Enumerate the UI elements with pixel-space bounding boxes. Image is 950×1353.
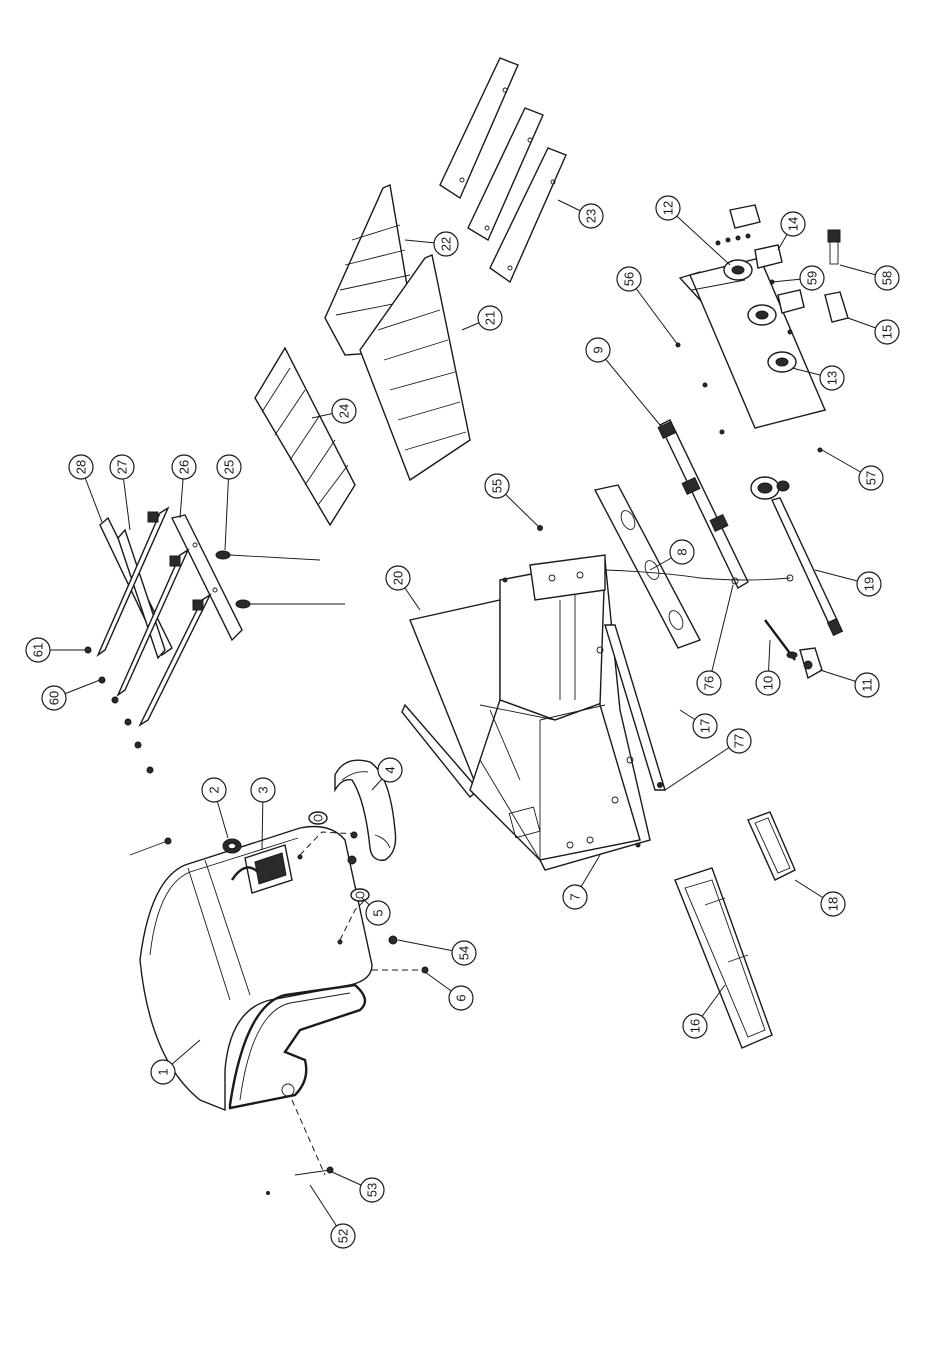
callout-76: 76: [697, 585, 733, 695]
callout-number: 55: [490, 479, 505, 493]
callout-number: 13: [825, 371, 840, 385]
callout-number: 22: [439, 237, 454, 251]
callout-60: 60: [42, 680, 100, 710]
part-valve-hose: [765, 620, 822, 678]
callout-54: 54: [398, 940, 476, 965]
callout-number: 14: [786, 217, 801, 231]
callout-28: 28: [69, 455, 102, 522]
callout-number: 8: [675, 548, 690, 555]
callout-leader: [668, 208, 730, 265]
part-warming-rack: [255, 348, 355, 525]
callout-number: 5: [371, 909, 386, 916]
callout-number: 59: [805, 271, 820, 285]
callout-12: 12: [656, 196, 730, 265]
callout-11: 11: [820, 670, 879, 697]
callout-number: 26: [177, 460, 192, 474]
callout-59: 59: [772, 266, 824, 290]
callout-55: 55: [485, 474, 540, 528]
callout-2: 2: [202, 778, 228, 838]
part-ignitor-electrodes: [216, 551, 345, 608]
callout-number: 56: [622, 272, 637, 286]
callout-number: 54: [457, 946, 472, 960]
callout-leader: [598, 350, 660, 425]
callout-26: 26: [172, 455, 196, 518]
callout-number: 58: [880, 271, 895, 285]
part-control-panel: [676, 205, 848, 452]
callout-number: 21: [483, 311, 498, 325]
callout-number: 23: [584, 209, 599, 223]
callout-25: 25: [217, 455, 241, 550]
callout-9: 9: [586, 338, 660, 425]
callout-number: 11: [860, 678, 875, 692]
callout-number: 1: [156, 1068, 171, 1075]
callout-17: 17: [680, 710, 717, 738]
callout-number: 28: [74, 460, 89, 474]
part-flame-tamers: [440, 58, 566, 282]
callout-number: 27: [115, 460, 130, 474]
callout-number: 61: [31, 643, 46, 657]
part-cart-bracket: [172, 515, 242, 640]
callout-number: 25: [222, 460, 237, 474]
callout-21: 21: [462, 306, 502, 330]
callout-53: 53: [332, 1172, 384, 1202]
callout-52: 52: [310, 1185, 355, 1248]
callout-number: 60: [47, 691, 62, 705]
callout-number: 15: [880, 325, 895, 339]
callout-16: 16: [683, 985, 725, 1038]
callout-leader: [709, 585, 733, 683]
callout-number: 12: [661, 201, 676, 215]
callout-22: 22: [405, 232, 458, 256]
callout-57: 57: [822, 450, 883, 490]
callout-number: 57: [864, 471, 879, 485]
callout-number: 24: [337, 404, 352, 418]
callout-27: 27: [110, 455, 134, 530]
callout-number: 76: [702, 676, 717, 690]
callout-15: 15: [848, 318, 899, 344]
callout-leader: [665, 741, 739, 790]
callout-number: 77: [732, 734, 747, 748]
callout-number: 53: [365, 1183, 380, 1197]
callout-19: 19: [815, 570, 881, 596]
callout-number: 3: [256, 786, 271, 793]
callout-number: 16: [688, 1019, 703, 1033]
callout-number: 2: [207, 786, 222, 793]
callout-14: 14: [778, 212, 805, 250]
part-regulator: [751, 477, 842, 635]
callout-number: 18: [826, 897, 841, 911]
part-burner: [658, 420, 748, 588]
part-drip-cup: [748, 812, 795, 880]
callout-6: 6: [425, 972, 473, 1010]
callout-61: 61: [26, 638, 86, 662]
callout-number: 19: [862, 577, 877, 591]
callout-number: 17: [698, 719, 713, 733]
callout-number: 9: [591, 346, 606, 353]
part-cooking-grates: [325, 185, 470, 480]
callout-58: 58: [840, 265, 899, 290]
callout-number: 7: [568, 893, 583, 900]
callout-56: 56: [617, 267, 678, 345]
callout-number: 4: [383, 766, 398, 773]
callout-number: 52: [336, 1229, 351, 1243]
callout-20: 20: [386, 566, 420, 610]
part-ignitor-wire: [605, 570, 793, 584]
callout-5: 5: [362, 898, 390, 925]
callout-number: 20: [391, 571, 406, 585]
callout-23: 23: [558, 200, 603, 228]
callout-10: 10: [756, 640, 780, 695]
callout-number: 6: [454, 994, 469, 1001]
callout-18: 18: [795, 880, 845, 916]
part-thermometer: [223, 839, 241, 853]
callout-number: 10: [761, 676, 776, 690]
